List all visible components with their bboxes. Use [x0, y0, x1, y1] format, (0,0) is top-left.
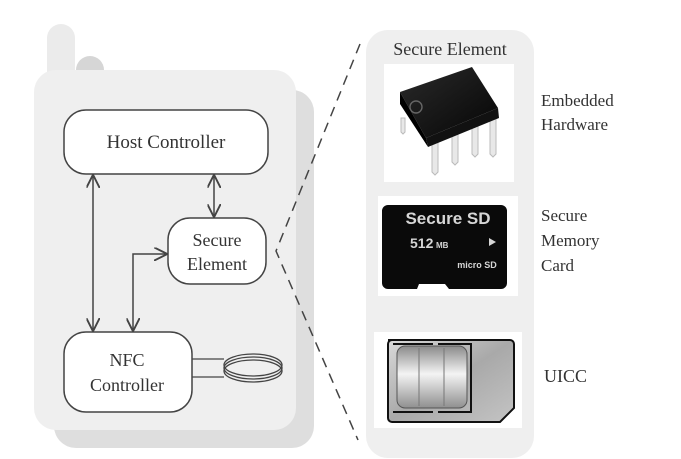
sim-card-icon: [374, 332, 522, 428]
secure-memory-card-label-line3: Card: [541, 256, 575, 275]
secure-element-label-line2: Element: [187, 254, 247, 274]
sd-capacity-text: 512: [410, 235, 434, 251]
arrow-nfc-se: [133, 254, 166, 330]
nfc-controller-label-line2: Controller: [90, 375, 164, 395]
nfc-controller-box: NFC Controller: [63, 331, 193, 413]
microsd-card-icon: Secure SD 512 MB micro SD: [378, 196, 518, 296]
secure-element-label-line1: Secure: [193, 230, 242, 250]
nfc-controller-label-line1: NFC: [109, 350, 144, 370]
phone-antenna: [47, 24, 75, 78]
zoom-callout-lines: [275, 43, 361, 441]
nfc-antenna-coil-icon: [192, 353, 283, 383]
sd-arrow-icon: [489, 238, 496, 246]
embedded-hardware-label-line2: Hardware: [541, 115, 608, 134]
uicc-label: UICC: [544, 366, 587, 386]
embedded-hardware-label-line1: Embedded: [541, 91, 614, 110]
sd-brand-text: Secure SD: [405, 209, 490, 228]
microsd-logo-text: micro SD: [457, 260, 497, 270]
secure-memory-card-label-line2: Memory: [541, 231, 600, 250]
secure-memory-card-label-line1: Secure: [541, 206, 587, 225]
ic-chip-icon: [384, 64, 514, 182]
host-controller-label: Host Controller: [107, 132, 226, 153]
panel-title: Secure Element: [393, 39, 506, 59]
host-controller-box: Host Controller: [63, 109, 269, 175]
secure-element-box: Secure Element: [167, 217, 267, 285]
sd-unit-text: MB: [436, 241, 449, 250]
connection-arrows: [93, 176, 214, 330]
